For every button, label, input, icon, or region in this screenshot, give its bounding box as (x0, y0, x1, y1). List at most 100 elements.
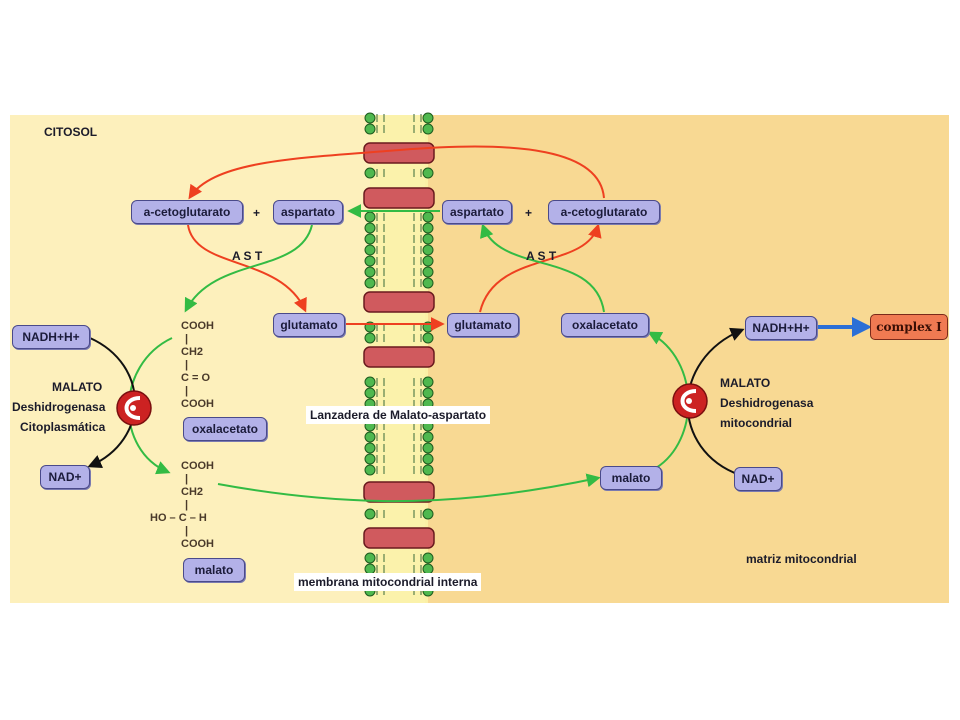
cytosol-region (10, 115, 425, 603)
membrane-label: membrana mitocondrial interna (294, 573, 482, 591)
structure-line: COOH (181, 460, 214, 472)
structure-line: | (185, 333, 189, 345)
arrow-akg-export (188, 145, 605, 200)
structure-line: COOH (181, 398, 214, 410)
arrow-malate-import (217, 473, 601, 503)
arrow-cyt-asp-to-oaa (184, 224, 313, 313)
lipid-head (422, 453, 434, 465)
lipid-head (364, 464, 376, 476)
lipid-head (422, 332, 434, 344)
cytosol-aspartate: aspartato (273, 200, 343, 224)
lipid-head (364, 123, 376, 135)
matrix-malate: malato (600, 466, 662, 490)
membrane-protein (363, 291, 435, 313)
cytosol-glutamate: glutamato (273, 313, 345, 337)
enzyme-icon (672, 383, 708, 419)
cytosol-plus: + (253, 206, 261, 220)
cytosol-enzyme-line3: Citoplasmática (20, 420, 106, 434)
lipid-head (364, 266, 376, 278)
lipid-head (364, 233, 376, 245)
matrix-enzyme-line3: mitocondrial (720, 416, 793, 430)
enzyme-icon (116, 390, 152, 426)
matrix-glutamate: glutamato (447, 313, 519, 337)
structure-line: | (185, 499, 189, 511)
matrix-nadh: NADH+H+ (745, 316, 817, 340)
lipid-head (422, 464, 434, 476)
cytosol-enzyme-line1: MALATO (52, 380, 103, 394)
lipid-head (364, 167, 376, 179)
lipid-head (422, 508, 434, 520)
structure-line: | (185, 359, 189, 371)
lipid-head (364, 244, 376, 256)
lipid-head (422, 233, 434, 245)
cytosol-malate: malato (183, 558, 245, 582)
matrix-region (425, 115, 949, 603)
membrane-protein (363, 481, 435, 503)
lipid-head (422, 442, 434, 454)
lipid-head (422, 266, 434, 278)
membrane-protein (363, 187, 435, 209)
lipid-head (364, 222, 376, 234)
structure-line: CH2 (181, 346, 204, 358)
cytosol-nad: NAD+ (40, 465, 90, 489)
lipid-head (422, 167, 434, 179)
lipid-head (422, 255, 434, 267)
arrow-mat-oaa-to-asp (480, 223, 605, 313)
structure-line: COOH (181, 320, 214, 332)
lipid-head (364, 255, 376, 267)
lipid-head (422, 222, 434, 234)
structure-line: | (185, 473, 189, 485)
lipid-head (422, 277, 434, 289)
structure-line: CH2 (181, 486, 204, 498)
cytosol-oxaloacetate: oxalacetato (183, 417, 267, 441)
oxaloacetate-structure: COOH | CH2 | C = O | COOH (181, 320, 214, 411)
membrane-protein (363, 346, 435, 368)
matrix-plus: + (525, 206, 533, 220)
cytosol-label: CITOSOL (44, 125, 98, 139)
lipid-head (364, 508, 376, 520)
lipid-head (422, 552, 434, 564)
lipid-head (364, 211, 376, 223)
lipid-head (422, 431, 434, 443)
lipid-head (364, 431, 376, 443)
structure-line: COOH (181, 538, 214, 550)
matrix-oxaloacetate: oxalacetato (561, 313, 649, 337)
malate-structure: COOH | CH2 | HO – C – H | COOH (150, 460, 214, 551)
cytosol-enzyme-line2: Deshidrogenasa (12, 400, 106, 414)
matrix-enzyme-line2: Deshidrogenasa (720, 396, 814, 410)
cytosol-a-ketoglutarate: a-cetoglutarato (131, 200, 243, 224)
lipid-head (364, 277, 376, 289)
lipid-head (422, 376, 434, 388)
lipid-head (364, 387, 376, 399)
shuttle-label: Lanzadera de Malato-aspartato (306, 406, 491, 424)
matrix-nad: NAD+ (734, 467, 782, 491)
membrane-protein (363, 527, 435, 549)
matrix-a-ketoglutarate: a-cetoglutarato (548, 200, 660, 224)
lipid-head (422, 244, 434, 256)
matrix-label: matriz mitocondrial (746, 552, 857, 566)
lipid-head (364, 552, 376, 564)
lipid-head (364, 442, 376, 454)
inner-membrane (363, 112, 435, 603)
structure-line: C = O (181, 372, 211, 384)
arrow-cyt-akg-to-glu (187, 224, 307, 313)
structure-line: HO – C – H (150, 512, 207, 524)
structure-line: | (185, 385, 189, 397)
lipid-head (422, 211, 434, 223)
lipid-head (364, 376, 376, 388)
lipid-head (422, 112, 434, 124)
cytosol-ast-label: A S T (232, 249, 263, 263)
matrix-ast-label: A S T (526, 249, 557, 263)
complex-i: complex I (870, 314, 948, 340)
lipid-head (364, 332, 376, 344)
matrix-enzyme-line1: MALATO (720, 376, 771, 390)
lipid-head (422, 123, 434, 135)
cytosol-nadh: NADH+H+ (12, 325, 90, 349)
membrane-protein (363, 142, 435, 164)
structure-line: | (185, 525, 189, 537)
matrix-aspartate: aspartato (442, 200, 512, 224)
lipid-head (364, 453, 376, 465)
lipid-head (364, 112, 376, 124)
